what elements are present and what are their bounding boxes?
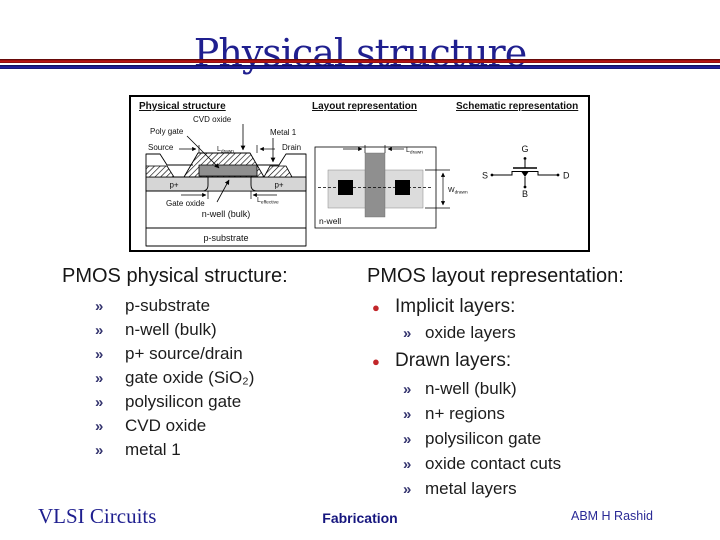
l-drawn-label: Ldrawn (217, 146, 234, 155)
p-substrate-region (145, 227, 307, 247)
metal-contact-right (263, 165, 293, 178)
gate-oxide-label: Gate oxide (166, 199, 205, 208)
dot-bullet-icon: ● (372, 300, 380, 315)
p-substrate-label: p-substrate (203, 233, 248, 243)
surface-profile-right (256, 153, 307, 177)
list-item: »oxide contact cuts (403, 454, 562, 473)
section-header-physical: Physical structure (139, 101, 226, 112)
p-plus-left (145, 176, 209, 192)
section-header-schematic: Schematic representation (456, 101, 578, 112)
layout-n-well-label: n-well (319, 216, 341, 226)
layout-representation-items: ●Implicit layers: »oxide layers ●Drawn l… (367, 296, 707, 504)
cross-section-annotations: Ldrawn CVD oxide Poly gate Metal 1 Sourc… (148, 115, 301, 243)
physical-structure-items: »p-substrate »n-well (bulk) »p+ source/d… (62, 296, 362, 464)
list-item: »p+ source/drain (95, 344, 243, 363)
layout-representation-list: PMOS layout representation: ●Implicit la… (367, 265, 707, 504)
chevron-bullet-icon: » (403, 381, 412, 398)
title-rule-blue (0, 65, 720, 69)
drain-terminal-label: D (563, 171, 570, 181)
l-effective-label: Leffective (257, 197, 279, 206)
chevron-bullet-icon: » (95, 298, 104, 315)
n-well-bulk-label: n-well (bulk) (202, 209, 251, 219)
footer-section-name: Fabrication (322, 510, 398, 526)
list-item: »oxide layers (403, 323, 516, 342)
list-item: »metal 1 (95, 440, 181, 459)
list-item: ●Drawn layers: (372, 350, 512, 371)
chevron-bullet-icon: » (95, 370, 104, 387)
list-item: »metal layers (403, 479, 517, 498)
list-item: »p-substrate (95, 296, 211, 315)
poly-stripe (364, 152, 386, 218)
chevron-bullet-icon: » (95, 394, 104, 411)
chevron-bullet-icon: » (403, 325, 412, 342)
chevron-bullet-icon: » (403, 406, 412, 423)
chevron-bullet-icon: » (403, 481, 412, 498)
bulk-terminal-label: B (522, 189, 528, 199)
dot-bullet-icon: ● (372, 354, 380, 369)
poly-gate-label: Poly gate (150, 127, 184, 136)
list-item: »gate oxide (SiO₂) (95, 368, 255, 387)
chevron-bullet-icon: » (403, 431, 412, 448)
footer-course-name: VLSI Circuits (38, 504, 157, 528)
section-header-layout: Layout representation (312, 101, 417, 112)
p-plus-left-label: p+ (169, 181, 178, 190)
cvd-oxide-label: CVD oxide (193, 115, 232, 124)
list-item: »polysilicon gate (95, 392, 242, 411)
footer-author-name: ABM H Rashid (571, 509, 653, 523)
contact-cut-right (395, 180, 410, 195)
list-item: ●Implicit layers: (372, 296, 516, 317)
list-item: »n+ regions (403, 404, 505, 423)
chevron-bullet-icon: » (95, 322, 104, 339)
layout-w-drawn-label: Wdrawn (448, 187, 468, 196)
list-item: »n-well (bulk) (95, 320, 217, 339)
physical-structure-heading: PMOS physical structure: (62, 265, 288, 287)
source-label: Source (148, 143, 174, 152)
layout-representation-heading: PMOS layout representation: (367, 265, 624, 287)
cross-section (145, 152, 307, 247)
drain-label: Drain (282, 143, 301, 152)
poly-gate-region (198, 164, 258, 177)
list-item: »CVD oxide (95, 416, 207, 435)
source-terminal-label: S (482, 171, 488, 181)
metal-1-label: Metal 1 (270, 128, 297, 137)
physical-structure-list: PMOS physical structure: »p-substrate »n… (62, 265, 362, 464)
layout-view: Ldrawn Wdrawn n-well (314, 145, 468, 229)
layout-l-drawn-label: Ldrawn (406, 147, 423, 156)
list-item: »n-well (bulk) (403, 379, 517, 398)
surface-profile-left (145, 153, 193, 177)
chevron-bullet-icon: » (95, 418, 104, 435)
chevron-bullet-icon: » (403, 456, 412, 473)
title-rule-red (0, 59, 720, 63)
pmos-structure-figure: Physical structure Layout representation… (129, 95, 590, 252)
p-plus-right-label: p+ (274, 181, 283, 190)
list-item: »polysilicon gate (403, 429, 542, 448)
chevron-bullet-icon: » (95, 442, 104, 459)
chevron-bullet-icon: » (95, 346, 104, 363)
gate-terminal-label: G (521, 144, 528, 154)
schematic-view: G S D B (482, 144, 570, 199)
bulk-arrow (521, 171, 529, 177)
p-plus-right (250, 176, 307, 192)
